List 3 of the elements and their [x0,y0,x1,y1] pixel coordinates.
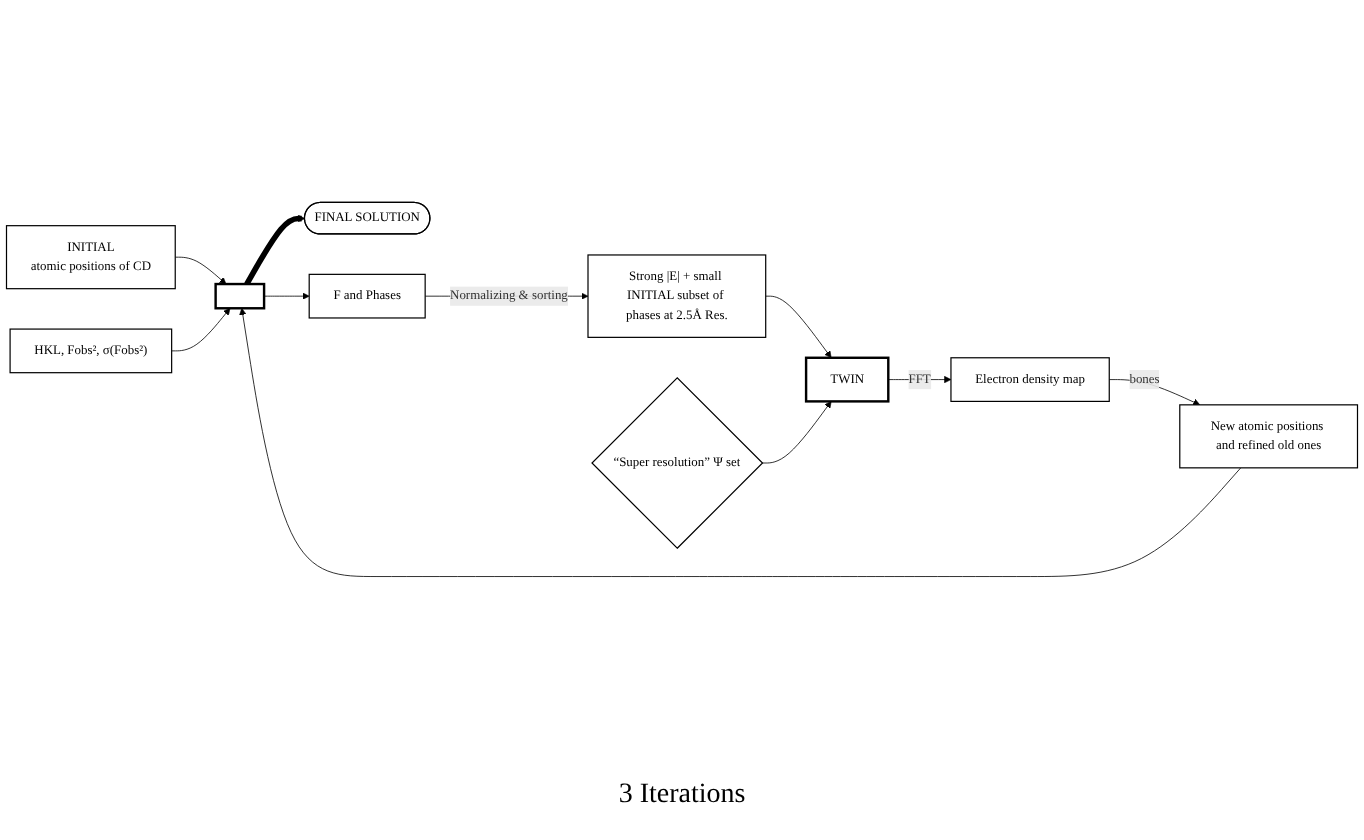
process-box [214,283,266,310]
arrow [244,215,306,286]
note-text: 3 Iterations [618,780,746,810]
